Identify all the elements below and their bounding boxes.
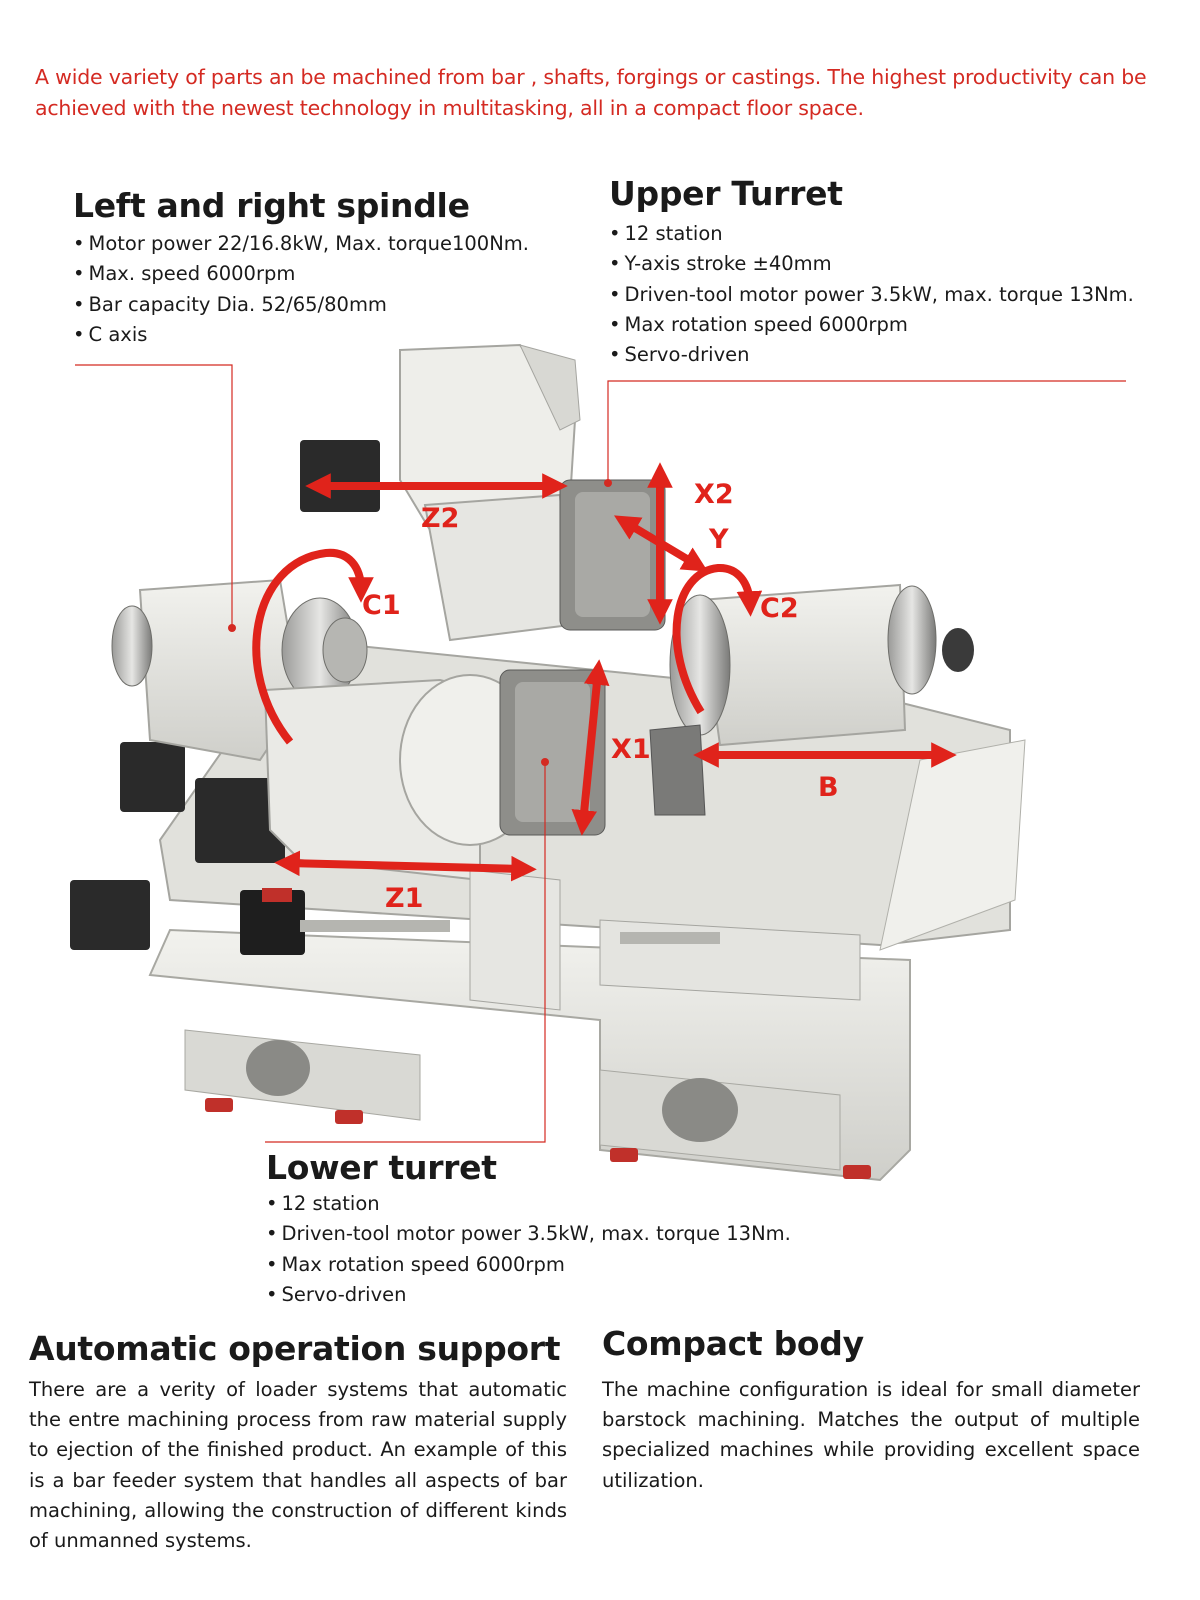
axis-label-z2: Z2: [421, 503, 459, 534]
spec-item: C axis: [73, 320, 529, 350]
spec-item: Servo-driven: [266, 1280, 791, 1310]
spec-item: Y-axis stroke ±40mm: [609, 249, 1134, 279]
ball-screw: [300, 920, 450, 932]
spec-item: Max rotation speed 6000rpm: [609, 310, 1134, 340]
axis-label-x2: X2: [694, 479, 734, 510]
axis-label-z1: Z1: [385, 883, 423, 914]
compact-text: The machine configuration is ideal for s…: [602, 1378, 1140, 1492]
lower-turret-assembly: [263, 669, 606, 1011]
chip-chute: [879, 739, 1026, 951]
spec-item: Max rotation speed 6000rpm: [266, 1250, 791, 1280]
right-spindle: [669, 583, 974, 747]
spec-item: Motor power 22/16.8kW, Max. torque100Nm.: [73, 229, 529, 259]
spec-item: Driven-tool motor power 3.5kW, max. torq…: [266, 1219, 791, 1249]
automatic-title: Automatic operation support: [29, 1329, 561, 1368]
spec-item: 12 station: [266, 1189, 791, 1219]
axis-label-y: Y: [708, 524, 729, 555]
z1-arrow: [274, 850, 537, 882]
compact-title: Compact body: [602, 1324, 864, 1363]
ball-screw: [620, 932, 720, 944]
tailstock-carriage: [649, 724, 706, 816]
upper-turret-callout-line: [607, 380, 1126, 483]
callout-lines: [75, 364, 1126, 1143]
upper-turret-specs: 12 station Y-axis stroke ±40mm Driven-to…: [609, 219, 1134, 370]
spec-item: 12 station: [609, 219, 1134, 249]
spindle-callout-line: [75, 364, 233, 628]
motion-arrows: [252, 462, 957, 882]
spec-item: Bar capacity Dia. 52/65/80mm: [73, 290, 529, 320]
leveling-feet: [205, 1098, 871, 1179]
intro-text: A wide variety of parts an be machined f…: [35, 65, 1147, 120]
lower-turret-callout-line: [265, 762, 546, 1143]
spec-item: Driven-tool motor power 3.5kW, max. torq…: [609, 280, 1134, 310]
y-arrow: [614, 515, 708, 572]
spindle-title: Left and right spindle: [73, 186, 470, 225]
c2-arrow: [672, 564, 763, 715]
axis-label-c1: C1: [362, 590, 401, 621]
x1-arrow: [571, 659, 610, 836]
automatic-text: There are a verity of loader systems tha…: [29, 1378, 567, 1553]
axis-label-b: B: [818, 772, 839, 803]
lower-turret-specs: 12 station Driven-tool motor power 3.5kW…: [266, 1189, 791, 1310]
axis-label-c2: C2: [760, 593, 799, 624]
c1-arrow: [252, 548, 374, 745]
upper-turret-assembly: [399, 343, 666, 642]
spindle-specs: Motor power 22/16.8kW, Max. torque100Nm.…: [73, 229, 529, 350]
machine-base: [148, 928, 911, 1182]
axis-label-x1: X1: [611, 734, 651, 765]
spec-item: Servo-driven: [609, 340, 1134, 370]
spec-item: Max. speed 6000rpm: [73, 259, 529, 289]
lower-turret-title: Lower turret: [266, 1148, 497, 1187]
upper-turret-title: Upper Turret: [609, 174, 843, 213]
